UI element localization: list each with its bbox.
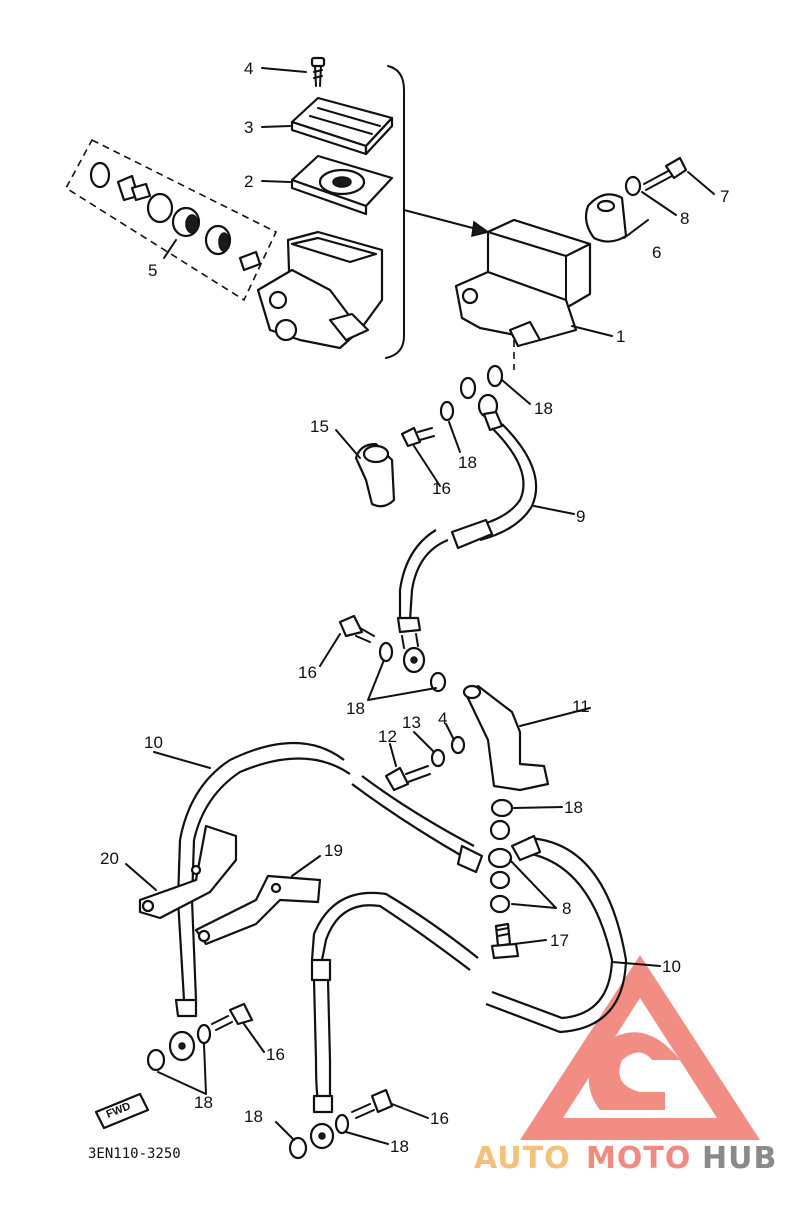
callout-20: 20 (100, 849, 119, 868)
master-cylinder-exploded (64, 56, 490, 359)
upper-hose-section (338, 364, 538, 693)
callout-19: 19 (324, 841, 343, 860)
callout-18: 18 (346, 699, 365, 718)
piston-kit-part (89, 161, 262, 272)
callout-5: 5 (148, 261, 157, 280)
callout-4: 4 (438, 709, 447, 728)
callout-16: 16 (298, 663, 317, 682)
diaphragm-part (290, 154, 394, 216)
screw-part (310, 56, 326, 87)
callout-15: 15 (310, 417, 329, 436)
callout-1: 1 (616, 327, 625, 346)
reservoir-cover-part (290, 96, 394, 156)
callout-6: 6 (652, 243, 661, 262)
drawing-code: 3EN110-3250 (88, 1146, 181, 1162)
leader-lines (125, 67, 715, 1145)
watermark-logo-icon (520, 955, 760, 1140)
callout-18: 18 (390, 1137, 409, 1156)
master-cylinder-body-part (256, 230, 384, 350)
fwd-arrow-icon: FWD (94, 1092, 150, 1130)
logo-g-shape (588, 1032, 680, 1110)
callout-7: 7 (720, 187, 729, 206)
master-cylinder-assembled (454, 156, 688, 370)
callout-9: 9 (576, 507, 585, 526)
lower-hose-section: FWD (94, 684, 628, 1160)
clamp-part (584, 193, 628, 243)
callout-18: 18 (458, 453, 477, 472)
callout-16: 16 (432, 479, 451, 498)
assembly-bracket (385, 65, 405, 359)
callout-10: 10 (144, 733, 163, 752)
bracket-19-part (194, 874, 322, 946)
callout-8: 8 (562, 899, 571, 918)
callout-8: 8 (680, 209, 689, 228)
watermark-auto: AUTO (474, 1141, 571, 1176)
callout-18: 18 (534, 399, 553, 418)
callout-18: 18 (194, 1093, 213, 1112)
callout-18: 18 (564, 798, 583, 817)
callout-4: 4 (244, 59, 253, 78)
callout-16: 16 (430, 1109, 449, 1128)
washer-part (624, 175, 642, 197)
watermark-moto: MOTO (586, 1141, 691, 1176)
callout-18: 18 (244, 1107, 263, 1126)
callout-labels: 4 3 2 5 6 7 8 1 18 18 16 15 9 16 18 11 1… (100, 59, 729, 1156)
callout-3: 3 (244, 118, 253, 137)
callout-11: 11 (572, 697, 590, 716)
callout-16: 16 (266, 1045, 285, 1064)
bolt-part (643, 156, 688, 191)
callout-12: 12 (378, 727, 397, 746)
callout-17: 17 (550, 931, 569, 950)
piston-kit-box (64, 138, 278, 302)
watermark-text: AUTO MOTO HUB (474, 1141, 777, 1176)
callout-2: 2 (244, 172, 253, 191)
watermark-hub: HUB (702, 1141, 777, 1176)
callout-10: 10 (662, 957, 681, 976)
callout-13: 13 (402, 713, 421, 732)
three-way-joint-part (464, 684, 550, 792)
bracket-20-part (138, 824, 238, 920)
